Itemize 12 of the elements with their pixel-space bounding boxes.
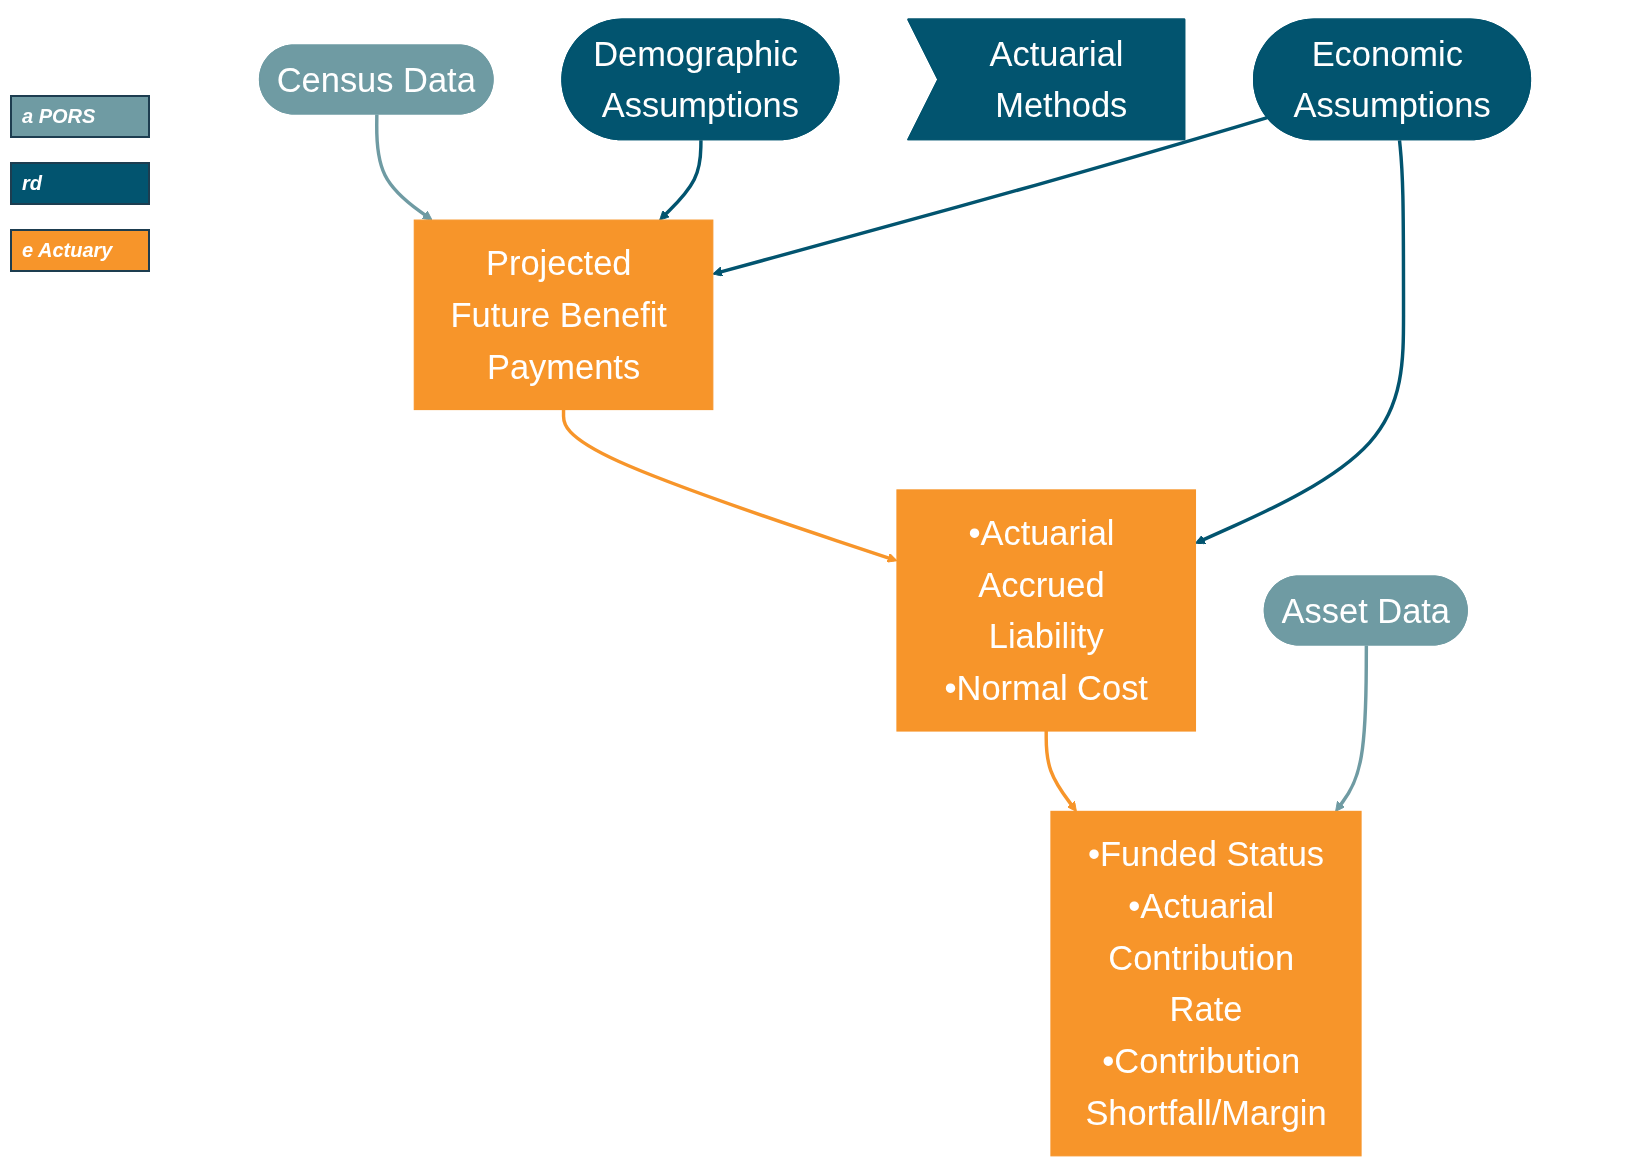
node-box: Projected Future Benefit Payments: [413, 219, 714, 411]
legend-item: a PORS: [10, 95, 150, 138]
legend-item: rd: [10, 162, 150, 205]
arrow: [712, 116, 1268, 277]
legend-item: e Actuary: [10, 229, 150, 272]
arrow: [1335, 645, 1369, 812]
arrow: [375, 114, 433, 221]
arrow: [1195, 140, 1406, 545]
arrow: [1044, 731, 1077, 812]
node-box: •Funded Status •Actuarial Contribution Rate •Contribution Shortfall/Margin: [1050, 810, 1362, 1157]
node-box: •Actuarial Accrued Liability •Normal Cost: [896, 489, 1197, 732]
arrow: [659, 140, 703, 221]
